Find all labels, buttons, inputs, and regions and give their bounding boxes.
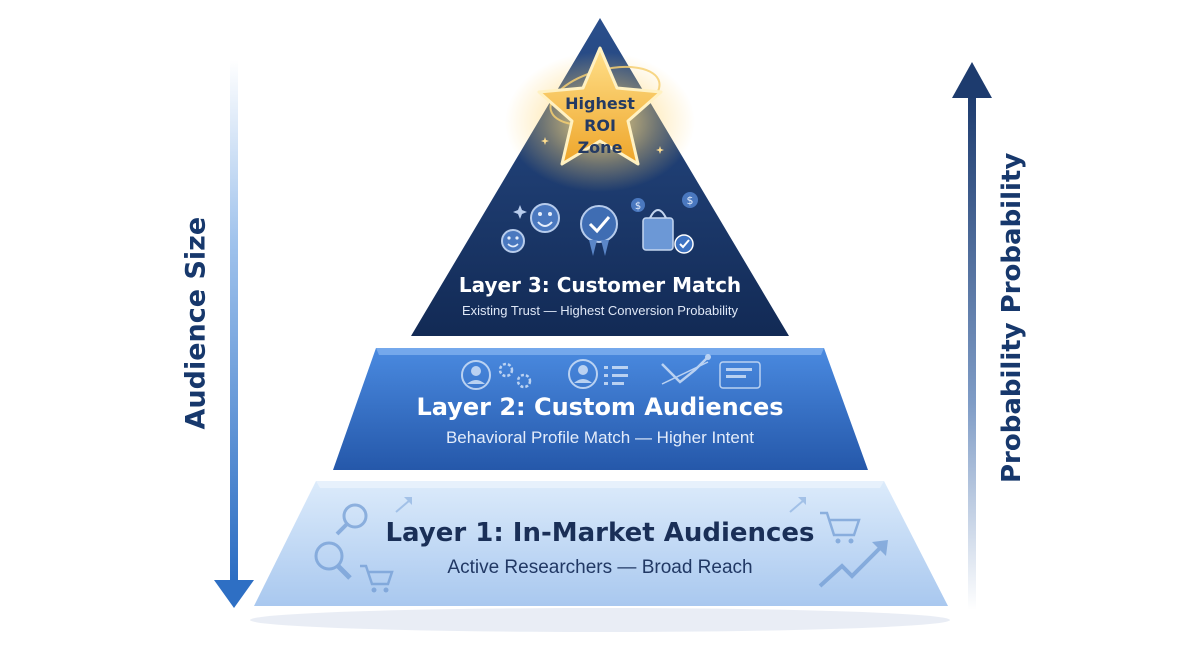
shopping-bag-icon (642, 209, 694, 254)
pyramid-shadow (250, 608, 950, 632)
smiley-icon (530, 203, 560, 233)
star-label-line-2: ROI (584, 116, 616, 135)
cart-icon (360, 511, 861, 593)
layer-1-tier (254, 481, 948, 606)
star-label-line-1: Highest (565, 94, 635, 113)
star-label-line-3: Zone (577, 138, 623, 157)
magnifier-icon (314, 503, 368, 580)
svg-text:$: $ (635, 201, 641, 212)
audience-size-arrow (214, 60, 254, 608)
layer-2-tier (333, 348, 868, 470)
audience-size-label: Audience Size (180, 216, 212, 430)
layer-2-subtitle: Behavioral Profile Match — Higher Intent (445, 428, 755, 447)
trend-line-icon (661, 354, 711, 385)
layer-1-subtitle: Active Researchers — Broad Reach (447, 557, 753, 578)
profile-gear-icon (461, 360, 532, 390)
highest-roi-star-icon (505, 46, 695, 192)
badge-check-icon (580, 205, 618, 256)
growth-arrow-icon (395, 497, 888, 588)
smiley-small-icon (501, 229, 525, 253)
probability-arrow (952, 62, 992, 610)
layer-3-subtitle: Existing Trust — Highest Conversion Prob… (461, 303, 738, 318)
dollar-icon: $ $ (631, 192, 698, 212)
svg-text:$: $ (687, 194, 694, 207)
layer-1-title: Layer 1: In-Market Audiences (385, 518, 815, 548)
layer-2-title: Layer 2: Custom Audiences (416, 393, 784, 421)
layer-3-title: Layer 3: Customer Match (458, 273, 742, 297)
form-icon (719, 361, 761, 389)
profile-list-icon (568, 359, 628, 389)
probability-label: Probability Probability (997, 152, 1027, 483)
